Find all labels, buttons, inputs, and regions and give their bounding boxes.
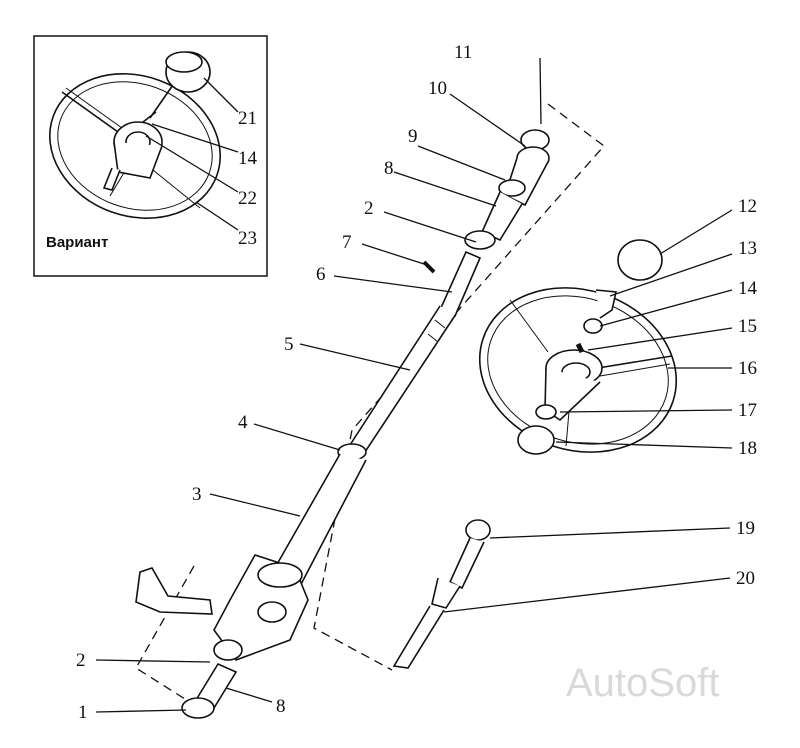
steering-wheel (478, 239, 678, 455)
label-4: 4 (238, 412, 248, 433)
lower-shaft-assembly (392, 519, 491, 669)
dashed-envelope-right (313, 103, 605, 671)
label-12: 12 (738, 196, 757, 217)
label-17: 17 (738, 400, 757, 421)
inset-variant (33, 35, 268, 277)
label-8-lower: 8 (276, 696, 286, 717)
label-13: 13 (738, 238, 757, 259)
label-6: 6 (316, 264, 326, 285)
label-10: 10 (428, 78, 447, 99)
label-15: 15 (738, 316, 757, 337)
label-19: 19 (736, 518, 755, 539)
steering-column (135, 129, 550, 719)
label-1: 1 (78, 702, 88, 723)
label-23: 23 (238, 228, 257, 249)
inset-title: Вариант (46, 234, 108, 251)
leader-lines (95, 57, 733, 713)
label-2-upper: 2 (364, 198, 374, 219)
label-7: 7 (342, 232, 352, 253)
label-9: 9 (408, 126, 418, 147)
watermark: AutoSoft (566, 661, 719, 705)
label-21: 21 (238, 108, 257, 129)
label-3: 3 (192, 484, 202, 505)
part-labels: 1 2 2 3 4 5 6 7 8 8 9 10 11 12 13 14 14 … (46, 42, 758, 723)
label-5: 5 (284, 334, 294, 355)
label-2-lower: 2 (76, 650, 86, 671)
label-16: 16 (738, 358, 757, 379)
label-22: 22 (238, 188, 257, 209)
label-14: 14 (738, 278, 758, 299)
label-14-inset: 14 (238, 148, 258, 169)
label-11: 11 (454, 42, 472, 63)
label-20: 20 (736, 568, 755, 589)
label-8-upper: 8 (384, 158, 394, 179)
label-18: 18 (738, 438, 757, 459)
